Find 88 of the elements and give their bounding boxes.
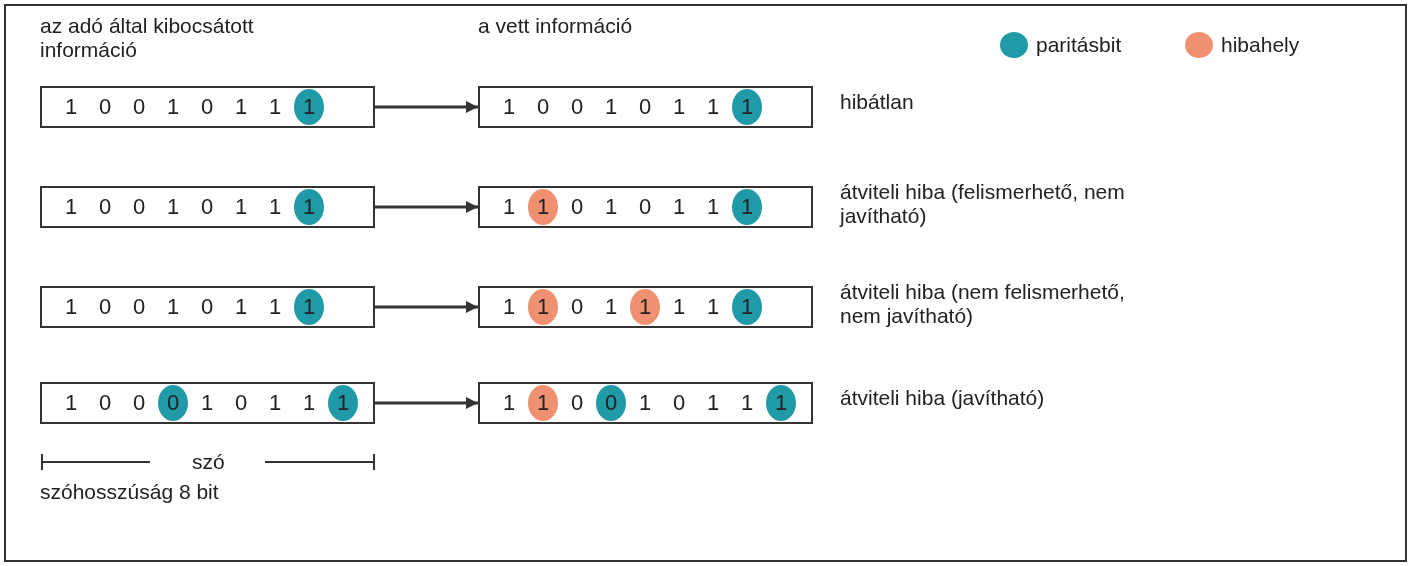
parity-bit-marker: 1 — [766, 385, 796, 421]
bit-digit: 1 — [226, 89, 256, 125]
bit-digit: 1 — [698, 189, 728, 225]
bit-digit: 1 — [630, 385, 660, 421]
word-box — [478, 186, 813, 228]
bit-digit: 0 — [528, 89, 558, 125]
bit-digit: 1 — [158, 289, 188, 325]
bit-digit: 1 — [698, 89, 728, 125]
bit-digit: 0 — [630, 189, 660, 225]
bit-digit: 1 — [260, 289, 290, 325]
bit-digit: 0 — [124, 385, 154, 421]
bit-digit: 0 — [562, 89, 592, 125]
caption-text: szóhosszúság 8 bit — [40, 480, 219, 504]
bit-digit: 1 — [260, 385, 290, 421]
word-box — [478, 286, 813, 328]
bit-digit: 1 — [158, 189, 188, 225]
word-box — [40, 382, 375, 424]
word-box — [478, 382, 813, 424]
parity-bit-marker: 1 — [294, 189, 324, 225]
bit-digit: 1 — [494, 289, 524, 325]
parity-bit-marker: 0 — [158, 385, 188, 421]
error-bit-marker: 1 — [528, 289, 558, 325]
bit-digit: 1 — [56, 189, 86, 225]
parity-bit-marker: 1 — [732, 289, 762, 325]
arrow — [375, 397, 478, 409]
parity-bit-marker: 1 — [732, 189, 762, 225]
bit-digit: 1 — [664, 289, 694, 325]
bit-digit: 0 — [562, 189, 592, 225]
status-text: átviteli hiba (felismerhető, nem javítható) — [840, 180, 1125, 228]
bit-digit: 1 — [664, 189, 694, 225]
arrow — [375, 201, 478, 213]
bit-digit: 0 — [90, 289, 120, 325]
bit-digit: 1 — [56, 89, 86, 125]
bit-digit: 0 — [630, 89, 660, 125]
bit-digit: 0 — [124, 89, 154, 125]
error-bit-marker: 1 — [630, 289, 660, 325]
bit-digit: 0 — [90, 189, 120, 225]
error-bit-marker: 1 — [528, 385, 558, 421]
bit-digit: 1 — [192, 385, 222, 421]
bit-digit: 0 — [192, 289, 222, 325]
bit-digit: 1 — [698, 289, 728, 325]
status-text: átviteli hiba (javítható) — [840, 386, 1045, 410]
parity-bit-marker: 1 — [294, 89, 324, 125]
word-box — [40, 286, 375, 328]
bit-digit: 1 — [596, 89, 626, 125]
bit-digit: 0 — [562, 289, 592, 325]
bit-digit: 1 — [494, 89, 524, 125]
bit-digit: 1 — [494, 189, 524, 225]
parity-bit-marker: 0 — [596, 385, 626, 421]
header-text: az adó által kibocsátott információ — [40, 14, 255, 62]
bit-digit: 0 — [226, 385, 256, 421]
bit-digit: 1 — [294, 385, 324, 421]
bit-digit: 1 — [226, 289, 256, 325]
bit-digit: 1 — [596, 189, 626, 225]
word-box — [40, 186, 375, 228]
error-bit-marker: 1 — [528, 189, 558, 225]
arrow — [375, 301, 478, 313]
bit-digit: 1 — [698, 385, 728, 421]
legend-text: paritásbit — [1036, 33, 1122, 57]
legend-text: hibahely — [1221, 33, 1300, 57]
word-box — [40, 86, 375, 128]
bit-digit: 1 — [494, 385, 524, 421]
bit-digit: 0 — [90, 89, 120, 125]
bit-digit: 1 — [664, 89, 694, 125]
bit-digit: 1 — [260, 189, 290, 225]
parity-bit-marker: 1 — [294, 289, 324, 325]
bit-digit: 0 — [124, 189, 154, 225]
arrow — [375, 101, 478, 113]
parity-bit-marker: 1 — [732, 89, 762, 125]
word-box — [478, 86, 813, 128]
bit-digit: 1 — [158, 89, 188, 125]
bit-digit: 0 — [192, 189, 222, 225]
status-text: átviteli hiba (nem felismerhető, nem javítható) — [840, 280, 1125, 328]
bit-digit: 1 — [260, 89, 290, 125]
dimension-label: szó — [192, 450, 225, 474]
bit-digit: 1 — [226, 189, 256, 225]
bit-digit: 0 — [562, 385, 592, 421]
bit-digit: 1 — [56, 385, 86, 421]
bit-digit: 0 — [90, 385, 120, 421]
status-text: hibátlan — [840, 90, 914, 114]
bit-digit: 1 — [732, 385, 762, 421]
parity-bit-marker: 1 — [328, 385, 358, 421]
bit-digit: 1 — [596, 289, 626, 325]
bit-digit: 0 — [124, 289, 154, 325]
bit-digit: 0 — [192, 89, 222, 125]
header-text: a vett információ — [478, 14, 633, 38]
bit-digit: 1 — [56, 289, 86, 325]
bit-digit: 0 — [664, 385, 694, 421]
